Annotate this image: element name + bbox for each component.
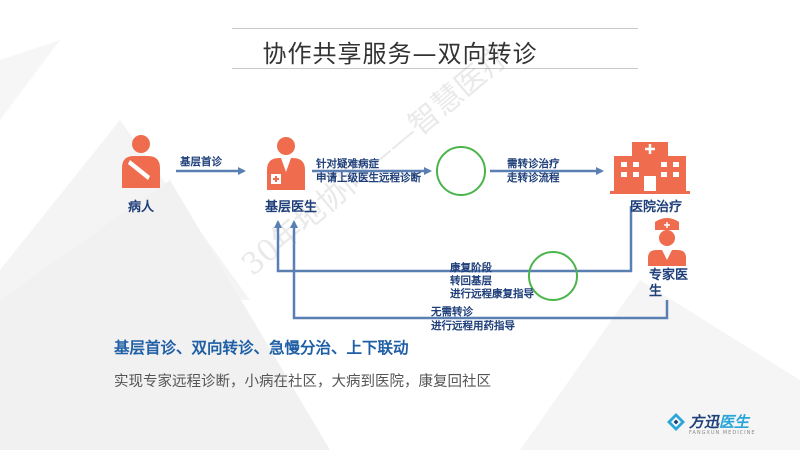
edge-label-line: 进行远程康复指导	[450, 288, 534, 300]
edge-label-first-visit: 基层首诊	[180, 156, 222, 168]
logo-text: 方迅医生	[689, 411, 749, 432]
edge-label-line: 针对疑难病症	[316, 158, 379, 170]
logo-text-main: 方迅	[689, 413, 720, 431]
doctor-icon	[267, 137, 305, 190]
decision-circle-lower	[528, 251, 578, 301]
page-title: 协作共享服务—双向转诊	[262, 40, 538, 68]
summary-subtitle: 实现专家远程诊断，小病在社区，大病到医院，康复回社区	[114, 374, 491, 390]
edge-label-line: 康复阶段	[450, 262, 492, 274]
arrow-no-referral	[290, 220, 669, 320]
logo-subtext: FANGXUN MEDICINE	[689, 430, 756, 436]
doctor-label: 基层医生	[265, 200, 318, 215]
hospital-label: 医院治疗	[630, 200, 683, 215]
hospital-icon	[610, 142, 690, 194]
logo-text-accent: 医生	[719, 413, 750, 431]
patient-icon	[122, 135, 160, 188]
edge-label-line: 无需转诊	[431, 306, 473, 318]
edge-label-line: 申请上级医生远程诊断	[316, 172, 421, 184]
logo-mark-icon	[667, 413, 685, 431]
decision-circle-upper	[436, 146, 486, 196]
edge-label-line: 需转诊治疗	[507, 158, 560, 170]
edge-label-line: 转回基层	[450, 275, 492, 287]
patient-label: 病人	[128, 200, 155, 215]
title-rule-top	[232, 28, 638, 29]
brand-logo: 方迅医生 FANGXUN MEDICINE	[667, 411, 777, 441]
arrow-rehab	[274, 206, 633, 273]
summary-title: 基层首诊、双向转诊、急慢分治、上下联动	[114, 339, 409, 357]
edge-label-line: 走转诊流程	[507, 172, 560, 184]
edge-label-line: 进行远程用药指导	[431, 320, 515, 332]
expert-icon	[648, 218, 686, 266]
title-rule-bottom	[232, 68, 638, 69]
expert-label: 专家医 生	[649, 268, 689, 299]
